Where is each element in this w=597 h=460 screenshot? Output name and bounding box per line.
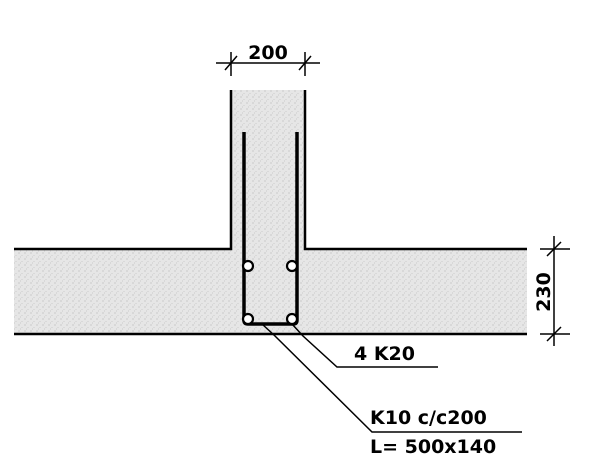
dimension-stem-width [216, 52, 320, 76]
rebar-bottom-left [241, 312, 255, 326]
main-bars [241, 259, 299, 326]
stem-width-label: 200 [248, 42, 288, 64]
leader-main-bars [291, 323, 438, 368]
dimension-slab-thickness [540, 236, 570, 346]
concrete-section [14, 90, 527, 334]
stirrup-spec-label: K10 c/c200 [370, 407, 487, 429]
rebar-bottom-right [285, 312, 299, 326]
stirrup-length-label: L= 500x140 [370, 436, 496, 458]
slab-thickness-label: 230 [533, 272, 555, 312]
main-bars-label: 4 K20 [354, 343, 415, 365]
section-outline [14, 90, 527, 336]
rebar-top-right [285, 259, 299, 273]
rebar-top-left [241, 259, 255, 273]
leader-stirrup [261, 323, 522, 433]
